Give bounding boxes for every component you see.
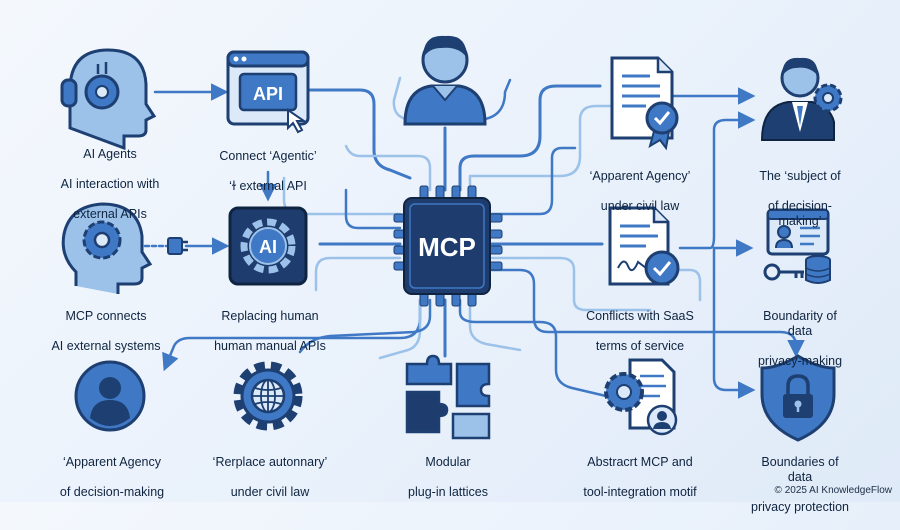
- diagram-canvas: MCP API: [60, 35, 843, 442]
- businessman-gear-icon: [760, 57, 843, 141]
- label-apparent-agency-decision: ‘Apparent Agency of decision-making: [59, 455, 165, 499]
- label-ai-agents: AI Agents AI interaction with external A…: [60, 147, 160, 221]
- ai-gear-text: AI: [259, 237, 277, 257]
- user-icon: [403, 35, 487, 126]
- copyright-footer: © 2025 AI KnowledgeFlow: [774, 485, 892, 496]
- shield-lock-icon: [760, 354, 836, 442]
- label-boundary-data-privacy-making: Boundarity of data privacy-making: [757, 309, 843, 368]
- user-circle-icon: [74, 360, 146, 432]
- certificate-document-icon: [610, 56, 679, 151]
- globe-gear-icon: [233, 361, 303, 431]
- label-replacing-human: Replacing human human manual APIs: [214, 309, 326, 353]
- label-mcp-connects: MCP connects AI external systems: [51, 309, 161, 353]
- ai-gear-icon: AI: [228, 206, 308, 286]
- mcp-chip-label: MCP: [418, 232, 476, 262]
- gear-document-user-icon: [604, 358, 678, 436]
- label-conflicts-saas: Conflicts with SaaS terms of service: [586, 309, 694, 353]
- label-replace-autonomous: ‘Rerplace autonnary’ under civil law: [212, 455, 328, 499]
- monitor-key-database-icon: [763, 208, 831, 284]
- mcp-chip: MCP: [393, 185, 503, 307]
- contract-check-icon: [608, 206, 680, 286]
- plug-icon: [167, 237, 188, 255]
- robot-head-icon: [60, 48, 157, 151]
- label-modular-plugin: Modular plug-in lattices: [408, 455, 488, 499]
- head-gear-icon: [61, 202, 153, 294]
- puzzle-pieces-icon: [405, 354, 491, 440]
- label-abstract-mcp: Abstracrt MCP and tool-integration motif: [583, 455, 697, 499]
- label-subject-decision: The ‘subject of of decision-making’: [759, 169, 841, 228]
- label-connect-agentic: Connect ‘Agentic’ ‘ɫ external API: [219, 149, 317, 193]
- api-window-text: API: [253, 84, 283, 104]
- label-apparent-agency-civil: ‘Apparent Agency’ under civil law: [589, 169, 691, 213]
- api-window-icon: API: [226, 50, 310, 134]
